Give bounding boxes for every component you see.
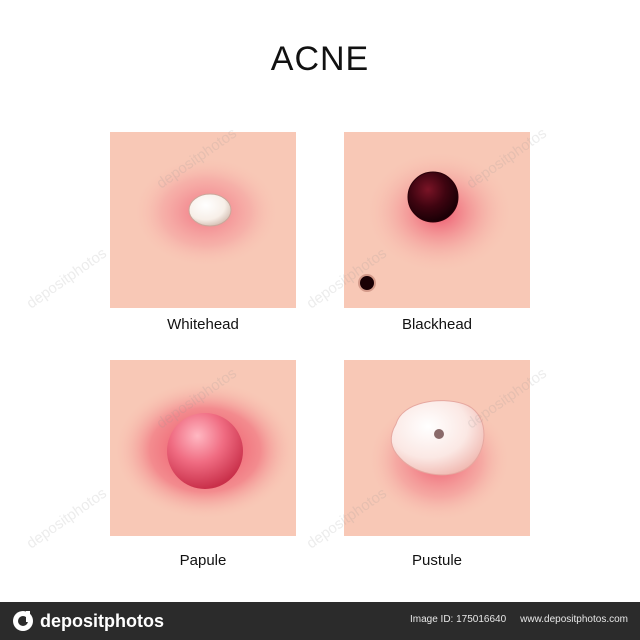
watermark: depositphotos <box>23 244 110 313</box>
footer-bar: depositphotos Image ID: 175016640 www.de… <box>0 602 640 640</box>
logo-icon <box>12 610 34 632</box>
watermark: depositphotos <box>23 484 110 553</box>
small-blackhead-pore <box>358 274 376 292</box>
blackhead-panel <box>344 132 530 308</box>
whitehead-label: Whitehead <box>167 316 239 333</box>
whitehead-panel <box>110 132 296 308</box>
pustule-label: Pustule <box>411 552 463 569</box>
image-id: Image ID: 175016640 <box>409 614 507 625</box>
blackhead-illustration <box>344 132 530 308</box>
diagram-title: ACNE <box>270 40 370 78</box>
pustule-panel <box>344 360 530 536</box>
papule-illustration <box>110 360 296 536</box>
blackhead-bump <box>407 171 459 223</box>
logo-text: depositphotos <box>40 610 164 631</box>
whitehead-illustration <box>110 132 296 308</box>
blackhead-label: Blackhead <box>401 316 473 333</box>
papule-bump <box>167 413 243 489</box>
footer-meta: Image ID: 175016640 www.depositphotos.co… <box>410 614 628 625</box>
pustule-illustration <box>344 360 530 536</box>
papule-panel <box>110 360 296 536</box>
whitehead-bump <box>188 193 232 227</box>
site-link[interactable]: www.depositphotos.com <box>520 614 628 625</box>
papule-label: Papule <box>179 552 227 569</box>
pustule-core <box>434 429 444 439</box>
depositphotos-logo[interactable]: depositphotos <box>12 609 164 633</box>
